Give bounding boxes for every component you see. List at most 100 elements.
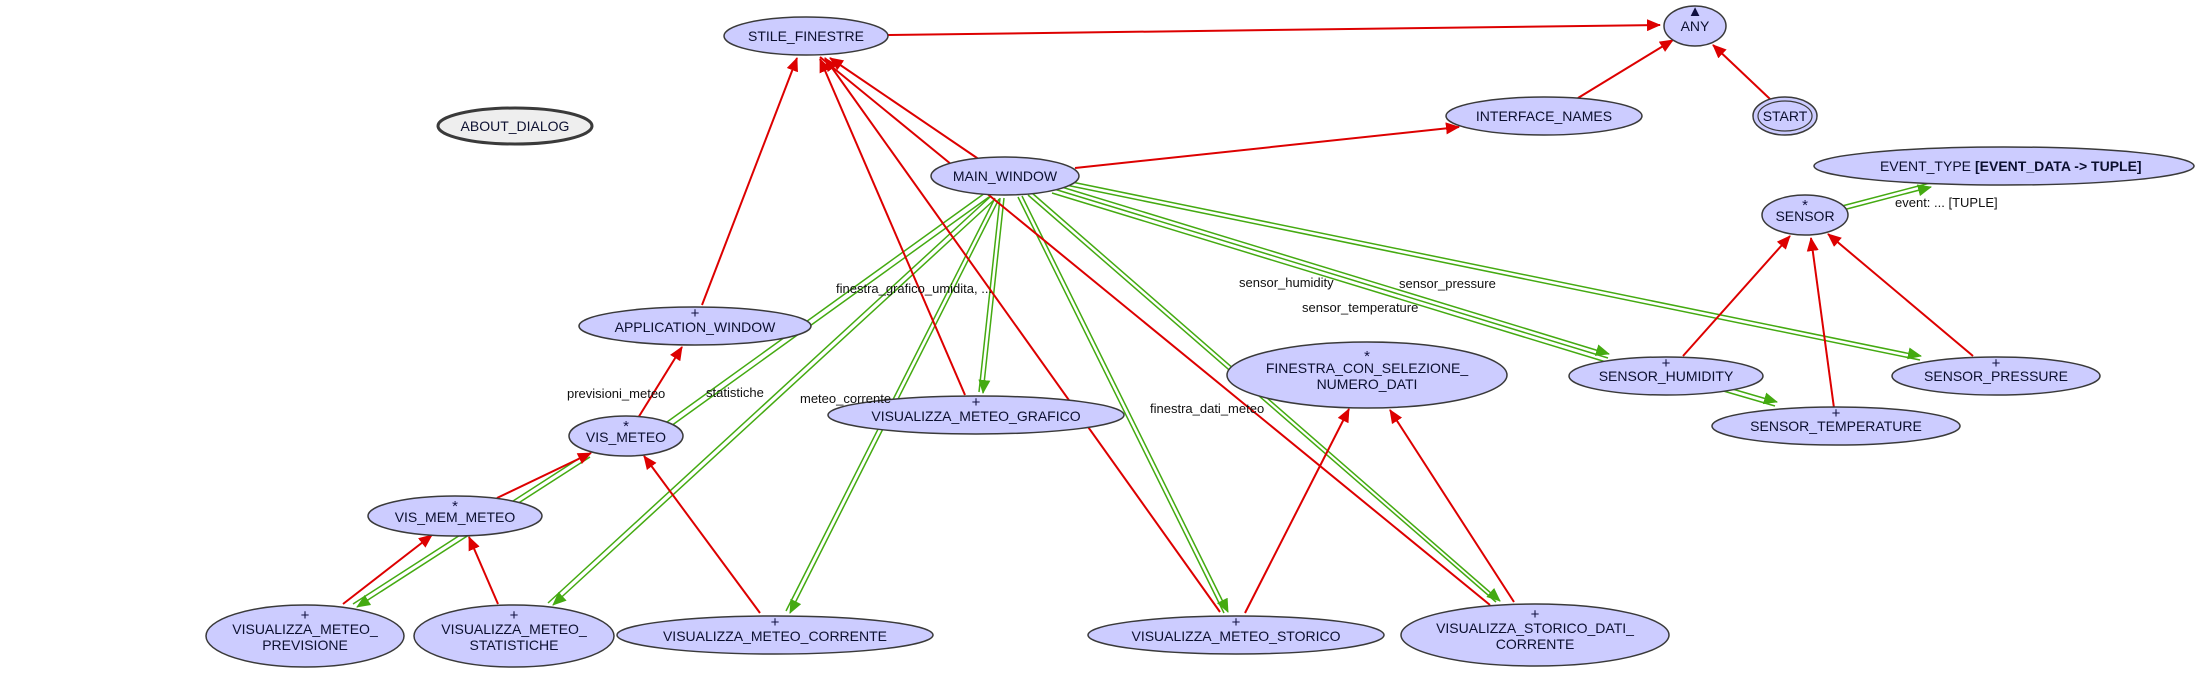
- node-visualizza-meteo-grafico[interactable]: + VISUALIZZA_METEO_GRAFICO: [827, 394, 1125, 435]
- edge-label-statistiche: statistiche: [706, 385, 764, 400]
- reference-edges: [352, 179, 1932, 614]
- edge-temperature-to-sensor: [1806, 237, 1835, 409]
- edge-humidity-to-sensor: [1682, 235, 1791, 357]
- node-label: START: [1763, 108, 1808, 124]
- node-visualizza-meteo-storico[interactable]: + VISUALIZZA_METEO_STORICO: [1087, 614, 1385, 655]
- edge-labels: finestra_grafico_umidita, ... previsioni…: [567, 195, 1998, 416]
- node-label-line1: VISUALIZZA_STORICO_DATI_: [1436, 620, 1634, 636]
- node-main-window[interactable]: MAIN_WINDOW: [930, 156, 1080, 196]
- effective-marker-icon: +: [1832, 405, 1841, 422]
- edge-corrente-to-vis-meteo: [643, 455, 761, 614]
- node-visualizza-meteo-statistiche[interactable]: + VISUALIZZA_METEO_ STATISTICHE: [413, 604, 615, 668]
- node-label: VISUALIZZA_METEO_STORICO: [1131, 628, 1340, 644]
- edge-vis-meteo-to-application-window: [637, 346, 683, 419]
- edge-label-previsioni-meteo: previsioni_meteo: [567, 386, 665, 401]
- edge-storico-dati-to-stile: [819, 56, 1491, 606]
- edge-application-window-to-stile: [701, 57, 798, 306]
- edge-label-sensor-temperature: sensor_temperature: [1302, 300, 1418, 315]
- node-sensor-pressure[interactable]: + SENSOR_PRESSURE: [1891, 355, 2101, 396]
- edge-start-to-any: [1712, 44, 1771, 100]
- node-visualizza-meteo-corrente[interactable]: + VISUALIZZA_METEO_CORRENTE: [616, 614, 934, 655]
- deferred-marker-icon: *: [1802, 197, 1808, 214]
- node-label: APPLICATION_WINDOW: [615, 319, 777, 335]
- node-label: VISUALIZZA_METEO_CORRENTE: [663, 628, 887, 644]
- node-label: SENSOR: [1775, 208, 1834, 224]
- edge-label-finestra-grafico: finestra_grafico_umidita, ...: [836, 281, 992, 296]
- node-label-line1: VISUALIZZA_METEO_: [441, 621, 587, 637]
- node-any[interactable]: ▲ ANY: [1663, 3, 1727, 47]
- edge-storico-to-stile: [824, 57, 1221, 613]
- node-event-type[interactable]: EVENT_TYPE [EVENT_DATA -> TUPLE]: [1813, 146, 2195, 186]
- edge-main-to-storico: [1017, 195, 1229, 614]
- node-label-line1: VISUALIZZA_METEO_: [232, 621, 378, 637]
- node-label: INTERFACE_NAMES: [1476, 108, 1612, 124]
- edge-interface-names-to-any: [1577, 39, 1674, 99]
- inheritance-edges: [342, 19, 1974, 614]
- edge-vis-mem-to-vis-meteo: [496, 452, 592, 499]
- node-label-line2: STATISTICHE: [470, 637, 559, 653]
- node-start[interactable]: START: [1752, 96, 1818, 136]
- edge-label-sensor-pressure: sensor_pressure: [1399, 276, 1496, 291]
- deferred-marker-icon: *: [452, 498, 458, 515]
- deferred-marker-icon: ▲: [1688, 3, 1703, 20]
- node-label-line2: NUMERO_DATI: [1317, 376, 1418, 392]
- edge-main-to-stile: [829, 57, 981, 161]
- edge-label-meteo-corrente: meteo_corrente: [800, 391, 891, 406]
- node-label: SENSOR_HUMIDITY: [1599, 368, 1734, 384]
- edge-statistiche-to-vis-mem: [468, 536, 499, 605]
- edge-main-to-statistiche: [547, 196, 995, 606]
- edge-storico-to-finestra: [1244, 408, 1350, 614]
- edge-grafico-to-stile: [819, 58, 966, 396]
- node-label: VISUALIZZA_METEO_GRAFICO: [871, 408, 1080, 424]
- edge-storico-dati-to-finestra: [1389, 409, 1515, 603]
- edge-main-to-sensor-temperature: [1051, 192, 1607, 363]
- node-interface-names[interactable]: INTERFACE_NAMES: [1445, 96, 1643, 136]
- node-visualizza-storico-dati-corrente[interactable]: + VISUALIZZA_STORICO_DATI_ CORRENTE: [1400, 603, 1670, 667]
- edge-pressure-to-sensor: [1827, 233, 1974, 357]
- effective-marker-icon: +: [1662, 355, 1671, 372]
- edge-main-to-sensor-pressure: [1060, 179, 1922, 361]
- node-label-line2: PREVISIONE: [262, 637, 348, 653]
- node-label: MAIN_WINDOW: [953, 168, 1058, 184]
- edge-main-to-sensor-humidity: [1053, 184, 1610, 359]
- effective-marker-icon: +: [510, 607, 519, 624]
- effective-marker-icon: +: [691, 305, 700, 322]
- edge-main-to-interface-names: [1074, 122, 1460, 169]
- edge-label-sensor-humidity: sensor_humidity: [1239, 275, 1334, 290]
- deferred-marker-icon: *: [1364, 348, 1370, 365]
- node-label: EVENT_TYPE: [1880, 158, 1971, 174]
- node-label: ABOUT_DIALOG: [461, 118, 570, 134]
- node-vis-mem-meteo[interactable]: * VIS_MEM_METEO: [367, 495, 543, 537]
- node-visualizza-meteo-previsione[interactable]: + VISUALIZZA_METEO_ PREVISIONE: [205, 604, 405, 668]
- node-label-generic: [EVENT_DATA -> TUPLE]: [1975, 158, 2142, 174]
- effective-marker-icon: +: [1531, 606, 1540, 623]
- edge-stile-to-any: [887, 19, 1661, 36]
- effective-marker-icon: +: [771, 614, 780, 631]
- node-application-window[interactable]: + APPLICATION_WINDOW: [578, 305, 812, 346]
- node-label-line1: FINESTRA_CON_SELEZIONE_: [1266, 360, 1468, 376]
- node-stile-finestre[interactable]: STILE_FINESTRE: [723, 16, 889, 56]
- node-sensor[interactable]: * SENSOR: [1761, 194, 1849, 236]
- edge-label-event-tuple: event: ... [TUPLE]: [1895, 195, 1998, 210]
- node-finestra-con-selezione[interactable]: * FINESTRA_CON_SELEZIONE_ NUMERO_DATI: [1226, 341, 1508, 409]
- edge-label-finestra-dati-meteo: finestra_dati_meteo: [1150, 401, 1264, 416]
- effective-marker-icon: +: [1992, 355, 2001, 372]
- node-label: VIS_MEM_METEO: [395, 509, 516, 525]
- node-label: SENSOR_TEMPERATURE: [1750, 418, 1922, 434]
- node-vis-meteo[interactable]: * VIS_METEO: [568, 415, 684, 457]
- node-sensor-temperature[interactable]: + SENSOR_TEMPERATURE: [1711, 405, 1961, 446]
- node-label: ANY: [1681, 18, 1710, 34]
- edge-main-to-vis-meteo: [641, 192, 990, 445]
- node-sensor-humidity[interactable]: + SENSOR_HUMIDITY: [1568, 355, 1764, 396]
- node-label: SENSOR_PRESSURE: [1924, 368, 2068, 384]
- deferred-marker-icon: *: [623, 418, 629, 435]
- effective-marker-icon: +: [301, 607, 310, 624]
- node-label: STILE_FINESTRE: [748, 28, 864, 44]
- node-about-dialog[interactable]: ABOUT_DIALOG: [436, 106, 594, 146]
- effective-marker-icon: +: [1232, 614, 1241, 631]
- edge-previsione-to-vis-mem: [342, 534, 433, 605]
- edge-sensor-to-event-type: [1841, 182, 1932, 211]
- node-label-line2: CORRENTE: [1496, 636, 1575, 652]
- effective-marker-icon: +: [972, 394, 981, 411]
